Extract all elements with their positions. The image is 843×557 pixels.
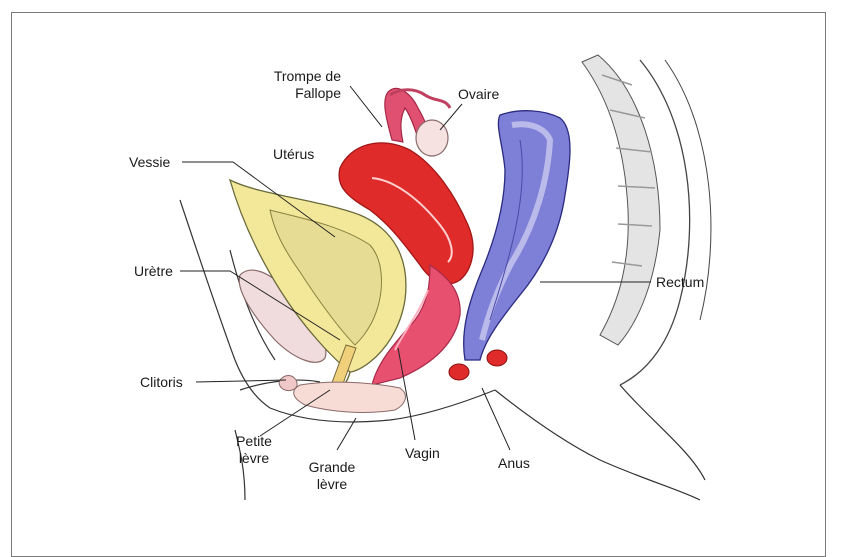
label-grande-line1: Grande: [302, 459, 362, 476]
label-uterus: Utérus: [273, 146, 314, 163]
label-ovaire: Ovaire: [458, 86, 499, 103]
label-uretre: Urètre: [134, 263, 173, 280]
label-petite-levre: Petite lèvre: [224, 433, 284, 467]
label-anus: Anus: [498, 455, 530, 472]
rectum: [464, 111, 570, 360]
label-rectum: Rectum: [656, 274, 704, 291]
label-trompe-line2: Fallope: [255, 85, 341, 102]
spine-illustration: [582, 55, 711, 385]
label-petite-line2: lèvre: [224, 450, 284, 467]
label-petite-line1: Petite: [224, 433, 284, 450]
leader-ovaire: [440, 104, 462, 130]
leader-lines: [180, 86, 651, 450]
label-grande-levre: Grande lèvre: [302, 459, 362, 493]
label-clitoris: Clitoris: [140, 374, 183, 391]
ovary: [416, 120, 448, 156]
label-vessie: Vessie: [129, 154, 170, 171]
label-trompe-line1: Trompe de: [255, 68, 341, 85]
leader-trompe: [350, 86, 382, 127]
leader-grande: [337, 418, 356, 450]
label-grande-line2: lèvre: [302, 476, 362, 493]
leader-anus: [482, 388, 510, 450]
label-trompe-de-fallope: Trompe de Fallope: [255, 68, 341, 102]
label-vagin: Vagin: [405, 445, 440, 462]
